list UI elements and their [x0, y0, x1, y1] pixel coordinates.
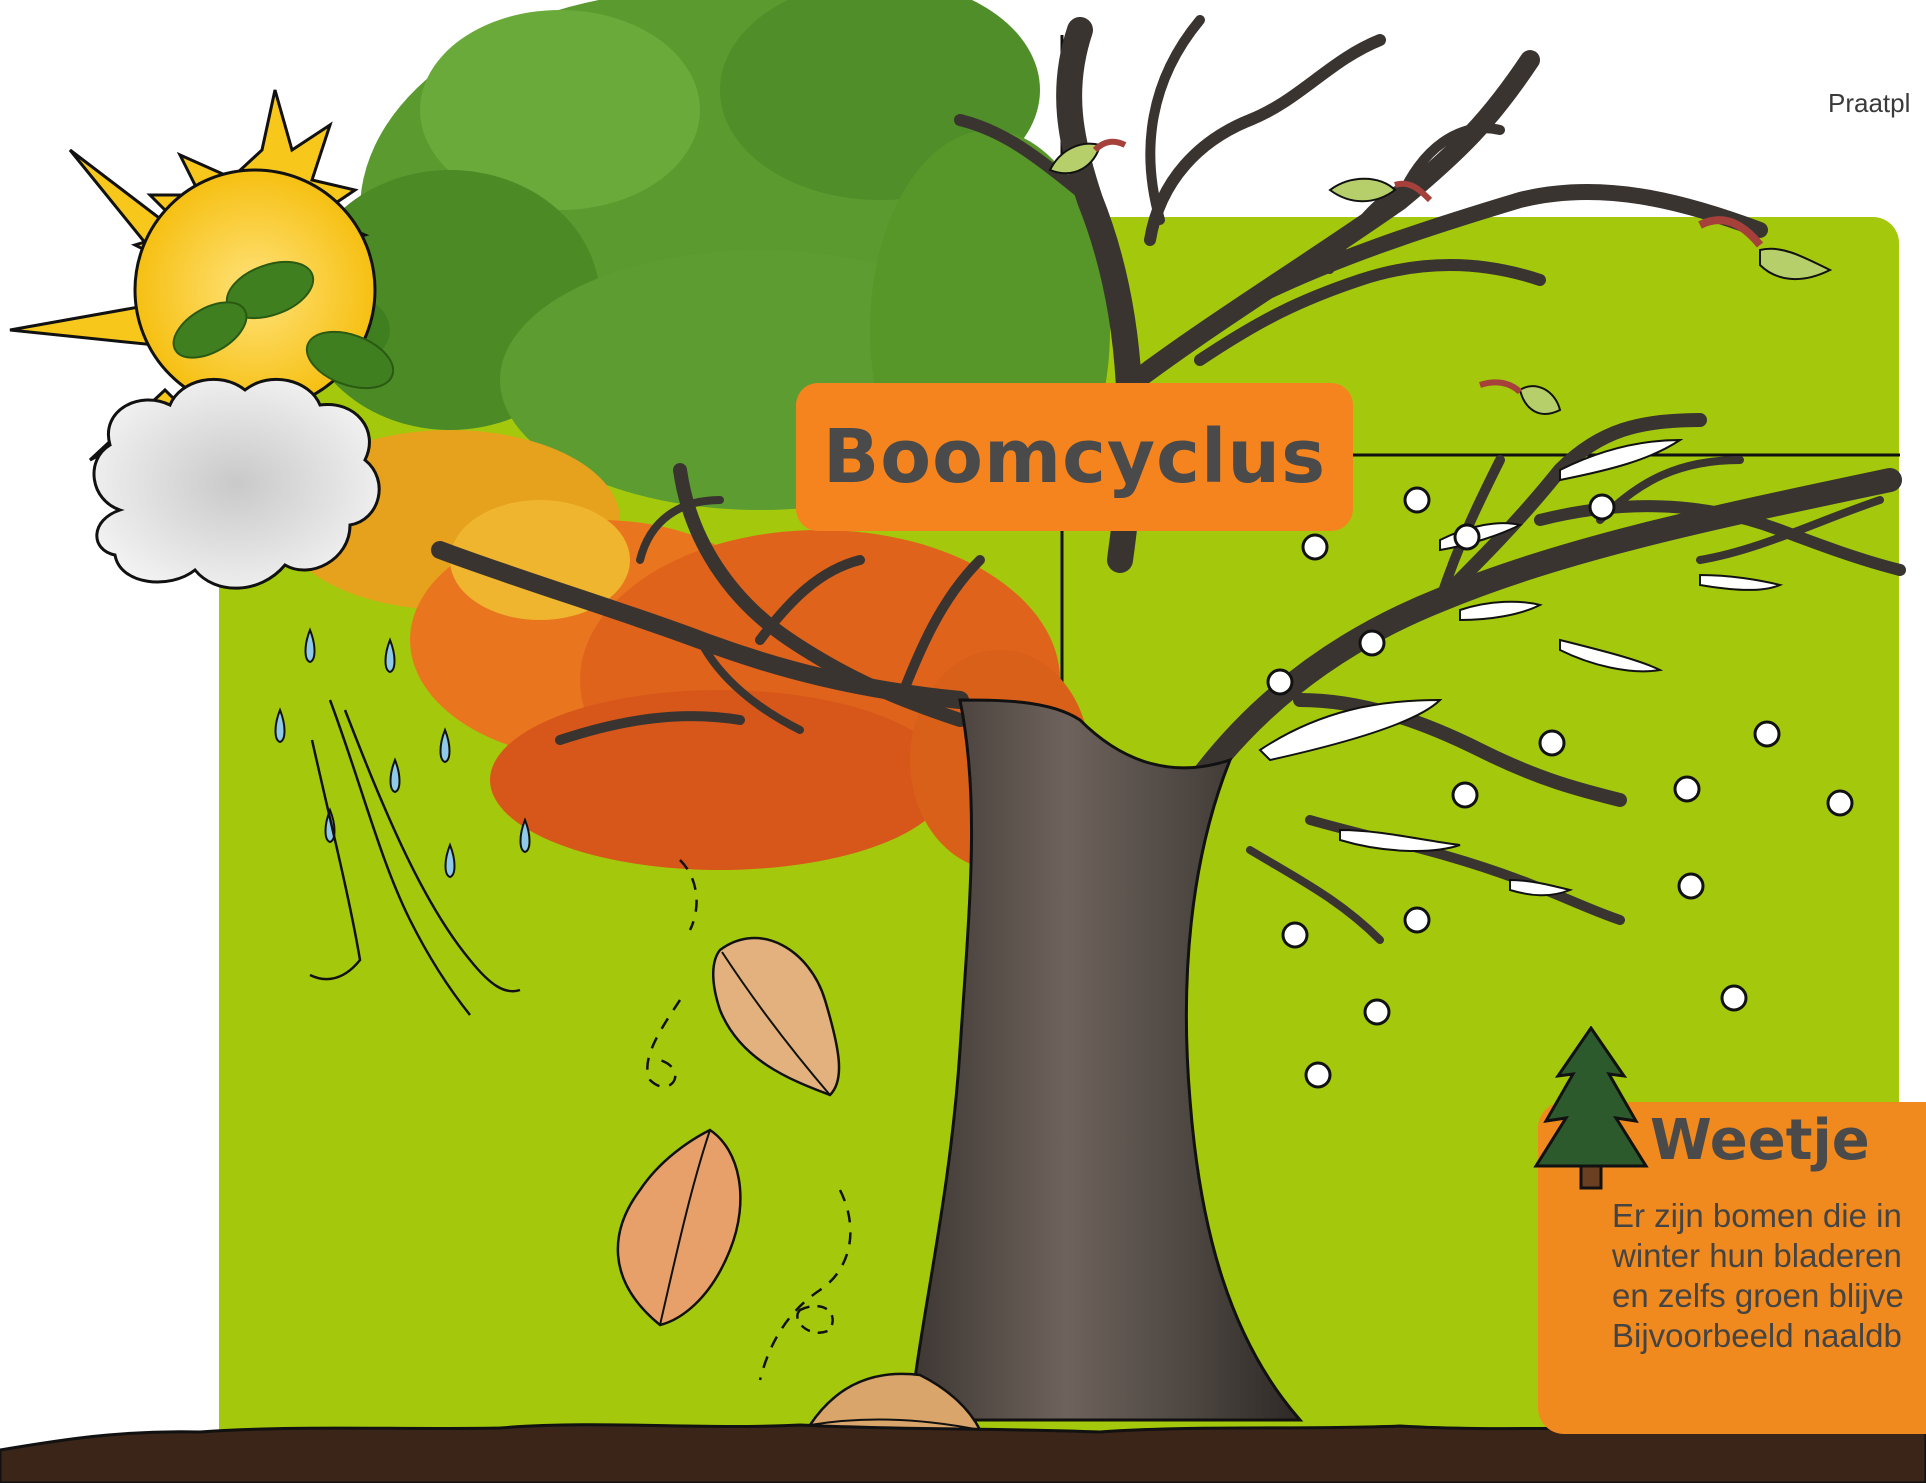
fact-line: Bijvoorbeeld naaldb: [1612, 1316, 1926, 1356]
snowflake-icon: [1675, 777, 1699, 801]
fact-heading: Weetje: [1650, 1108, 1870, 1173]
snowflake-icon: [1306, 1063, 1330, 1087]
snowflake-icon: [1405, 488, 1429, 512]
page-title: Boomcyclus: [823, 414, 1326, 500]
snowflake-icon: [1405, 908, 1429, 932]
snowflake-icon: [1828, 791, 1852, 815]
snowflake-icon: [1455, 525, 1479, 549]
fact-line: Er zijn bomen die in: [1612, 1196, 1926, 1236]
fact-line: winter hun bladeren: [1612, 1236, 1926, 1276]
snowflake-icon: [1722, 986, 1746, 1010]
snowflake-icon: [1540, 731, 1564, 755]
snowflake-icon: [1590, 495, 1614, 519]
fir-tree-icon: [1528, 1026, 1654, 1196]
snowflake-icon: [1360, 631, 1384, 655]
fact-line: en zelfs groen blijve: [1612, 1276, 1926, 1316]
snowflake-icon: [1268, 670, 1292, 694]
snowflake-icon: [1303, 535, 1327, 559]
snowflake-icon: [1283, 923, 1307, 947]
page-header-label: Praatpl: [1828, 88, 1910, 119]
snowflake-icon: [1365, 1000, 1389, 1024]
snowflake-icon: [1679, 874, 1703, 898]
snowflake-icon: [1755, 722, 1779, 746]
fact-text: Er zijn bomen die in winter hun bladeren…: [1612, 1196, 1926, 1356]
cloud-icon: [94, 379, 379, 588]
title-box: Boomcyclus: [796, 383, 1353, 531]
snowflake-icon: [1453, 783, 1477, 807]
